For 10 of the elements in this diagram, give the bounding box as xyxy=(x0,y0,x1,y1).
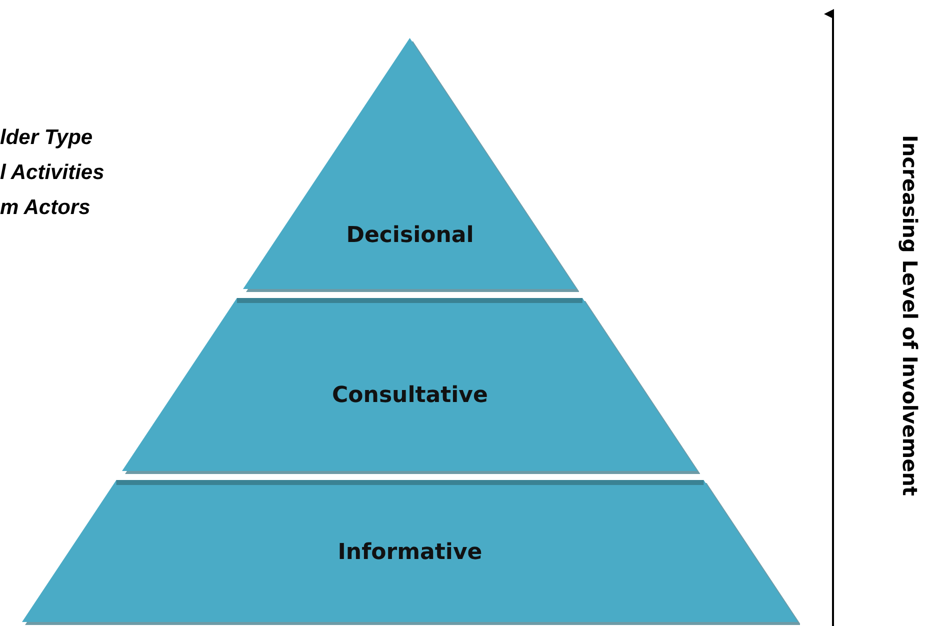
decision-layer xyxy=(241,38,579,293)
layer-label: Consultative xyxy=(331,383,489,408)
layer-label: Informative xyxy=(336,540,484,565)
heading-text: m Actors xyxy=(0,196,90,220)
heading-text: l Activities xyxy=(0,161,104,185)
heading-text: lder Type xyxy=(0,126,93,150)
axis-label: Increasing Level of Involvement xyxy=(898,135,922,496)
consultation-layer xyxy=(120,298,700,475)
information-layer xyxy=(20,480,800,626)
layer-label: Decisional xyxy=(345,223,475,248)
